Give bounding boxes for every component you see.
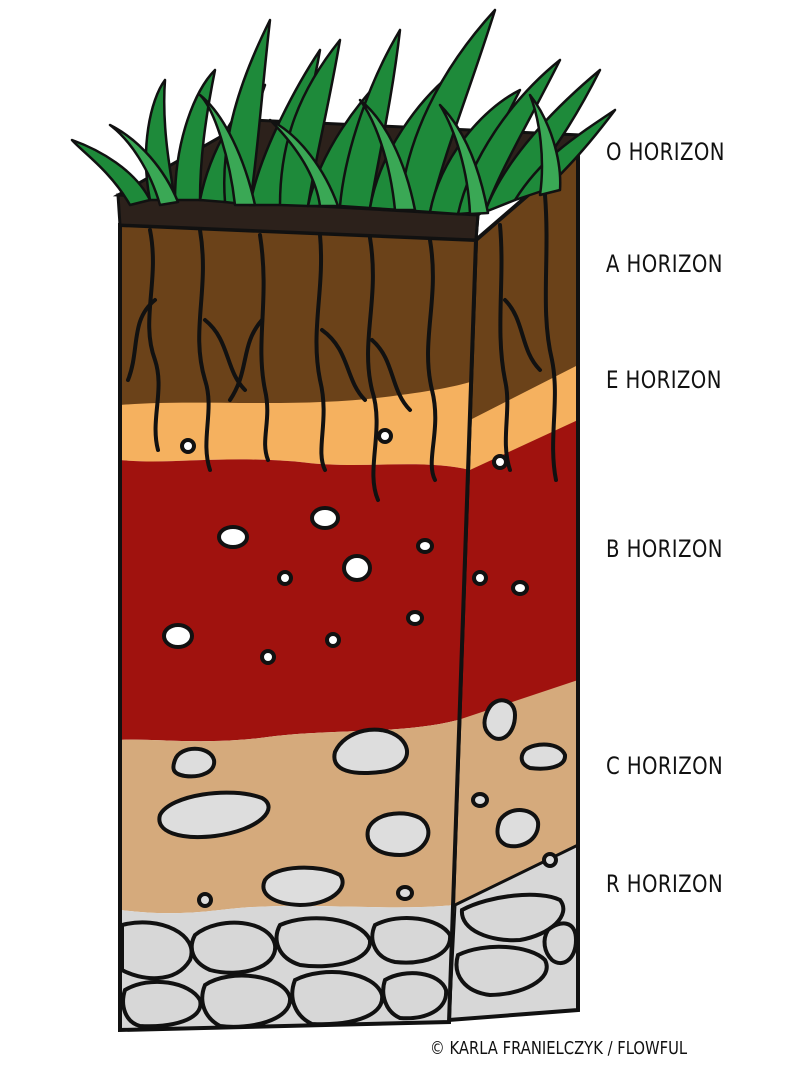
r-horizon-label: R HORIZON xyxy=(606,870,723,898)
b-horizon-layer xyxy=(120,459,470,741)
c-horizon-label: C HORIZON xyxy=(606,752,723,780)
a-horizon-layer xyxy=(120,225,476,420)
e-horizon-label: E HORIZON xyxy=(606,366,722,394)
o-horizon-label: O HORIZON xyxy=(606,138,725,166)
credit-text: © KARLA FRANIELCZYK / FLOWFUL xyxy=(430,1038,687,1059)
a-horizon-label: A HORIZON xyxy=(606,250,723,278)
b-horizon-label: B HORIZON xyxy=(606,535,723,563)
